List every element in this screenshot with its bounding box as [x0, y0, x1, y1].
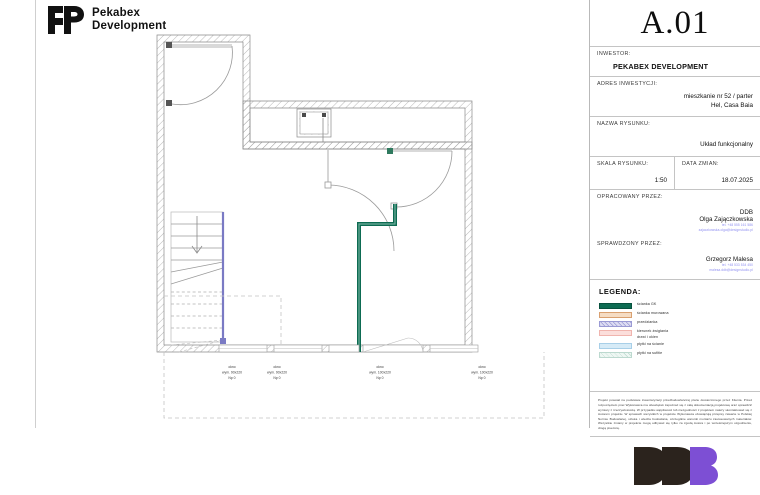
opening-label: okno wym. 90x220 Np 0 — [222, 365, 242, 380]
door-interior-left — [324, 150, 395, 252]
stair-direction-arrow-icon — [191, 216, 203, 254]
legend-item: płytki na ścianie — [599, 342, 753, 349]
opening-label: okno wym. 100x220 Np 0 — [369, 365, 391, 380]
opening-annotations: okno wym. 90x220 Np 0 okno wym. 90x220 N… — [222, 365, 493, 380]
svg-text:okno: okno — [273, 365, 280, 369]
checked-by-label: SPRAWDZONY PRZEZ: — [597, 241, 662, 248]
sheet-frame-line — [35, 0, 36, 428]
checked-email: malesa.ddb@designstudio.pl — [709, 267, 753, 272]
legend-label: kierunek żwigłania drzwi i okien — [637, 329, 669, 339]
legend-swatch — [599, 342, 632, 349]
svg-text:Np 0: Np 0 — [273, 376, 280, 380]
prepared-email: zajaczkowska.olga@designstudio.pl — [698, 227, 753, 232]
legend-item: przedzianka — [599, 320, 753, 327]
legend-label: przedzianka — [637, 320, 658, 325]
svg-text:wym. 90x220: wym. 90x220 — [267, 371, 287, 375]
svg-text:okno: okno — [478, 365, 485, 369]
wall-assembly — [156, 34, 473, 353]
opening-label: okno wym. 90x220 Np 0 — [267, 365, 287, 380]
legend-item: ścianka GK — [599, 302, 753, 309]
legend-swatch — [599, 320, 632, 327]
disclaimer-block: Projekt powstał na podstawie inwentaryza… — [590, 392, 760, 438]
floor-plan-drawing: okno wym. 90x220 Np 0 okno wym. 90x220 N… — [36, 0, 588, 428]
authors-row: OPRACOWANY PRZEZ: DDB Olga Zajączkowska … — [590, 190, 760, 281]
drawing-name-label: NAZWA RYSUNKU: — [597, 120, 651, 127]
legend-item: ścianka murowana — [599, 311, 753, 318]
disclaimer-text: Projekt powstał na podstawie inwentaryza… — [598, 398, 752, 430]
brand-line-1: Pekabex — [92, 7, 141, 20]
investor-row: INWESTOR: PEKABEX DEVELOPMENT — [590, 47, 760, 77]
investor-value: PEKABEX DEVELOPMENT — [613, 62, 709, 71]
address-line-2: Hel, Casa Baia — [711, 102, 753, 110]
legend-swatch — [599, 311, 632, 318]
title-block: A.01 INWESTOR: PEKABEX DEVELOPMENT ADRES… — [589, 0, 760, 486]
legend-swatch — [599, 329, 632, 336]
address-row: ADRES INWESTYCJI: mieszkanie nr 52 / par… — [590, 77, 760, 117]
prepared-name: Olga Zajączkowska — [699, 215, 753, 223]
prepared-company: DDB — [739, 208, 753, 216]
date-value: 18.07.2025 — [721, 176, 753, 184]
legend-title: LEGENDA: — [599, 287, 641, 297]
svg-text:okno: okno — [376, 365, 383, 369]
drawing-name-row: NAZWA RYSUNKU: Układ funkcjonalny — [590, 117, 760, 157]
legend-panel: LEGENDA: ścianka GK ścianka murowana prz… — [590, 280, 760, 393]
svg-text:Np 0: Np 0 — [478, 376, 485, 380]
pekabex-p-mark-icon — [47, 5, 85, 35]
legend-item: płytki na sufitie — [599, 351, 753, 358]
address-line-1: mieszkanie nr 52 / parter — [683, 93, 753, 100]
door-entry-top — [166, 42, 233, 106]
pekabex-logo: Pekabex Development — [47, 5, 166, 35]
staircase — [170, 211, 226, 353]
svg-text:wym. 100x220: wym. 100x220 — [471, 371, 493, 375]
date-label: DATA ZMIAN: — [682, 160, 719, 167]
scale-date-row: SKALA RYSUNKU: 1:50 DATA ZMIAN: 18.07.20… — [590, 156, 760, 190]
date-cell: DATA ZMIAN: 18.07.2025 — [675, 157, 760, 189]
pekabex-logo-text: Pekabex Development — [92, 7, 166, 33]
duct-shaft — [296, 108, 332, 142]
door-interior-right — [387, 148, 453, 210]
svg-text:Np 0: Np 0 — [228, 376, 235, 380]
address-label: ADRES INWESTYCJI: — [597, 81, 658, 87]
opening-label: okno wym. 100x220 Np 0 — [471, 365, 493, 380]
svg-text:wym. 90x220: wym. 90x220 — [222, 371, 242, 375]
sheet-code-cell: A.01 — [590, 0, 760, 47]
investor-label: INWESTOR: — [597, 51, 631, 57]
brand-line-2: Development — [92, 20, 167, 32]
sheet-code: A.01 — [640, 4, 710, 41]
prepared-phone: tel. +48 555 161 586 — [721, 222, 753, 227]
drawing-name-value: Układ funkcjonalny — [700, 140, 753, 148]
svg-text:okno: okno — [228, 365, 235, 369]
new-gk-partition-wall — [357, 204, 397, 352]
checked-name: Grzegorz Malesa — [705, 256, 753, 264]
ddb-logo — [590, 437, 760, 495]
prepared-by-label: OPRACOWANY PRZEZ: — [597, 193, 663, 200]
legend-label: płytki na sufitie — [637, 351, 663, 356]
scale-cell: SKALA RYSUNKU: 1:50 — [590, 156, 675, 189]
legend-swatch — [599, 351, 632, 358]
legend-label: ścianka GK — [637, 302, 657, 307]
checked-phone: tel. +48 533 534 450 — [721, 263, 753, 268]
drawing-sheet: Pekabex Development — [35, 0, 760, 486]
svg-text:Np 0: Np 0 — [376, 376, 383, 380]
legend-label: ścianka murowana — [637, 311, 669, 316]
legend-swatch — [599, 302, 632, 309]
svg-text:wym. 100x220: wym. 100x220 — [369, 371, 391, 375]
scale-label: SKALA RYSUNKU: — [597, 160, 649, 167]
scale-value: 1:50 — [654, 176, 667, 184]
existing-outline-dashed — [163, 295, 545, 419]
legend-label: płytki na ścianie — [637, 342, 665, 347]
window-openings — [218, 337, 479, 353]
ddb-logo-icon — [634, 447, 718, 486]
legend-item: kierunek żwigłania drzwi i okien — [599, 329, 753, 339]
